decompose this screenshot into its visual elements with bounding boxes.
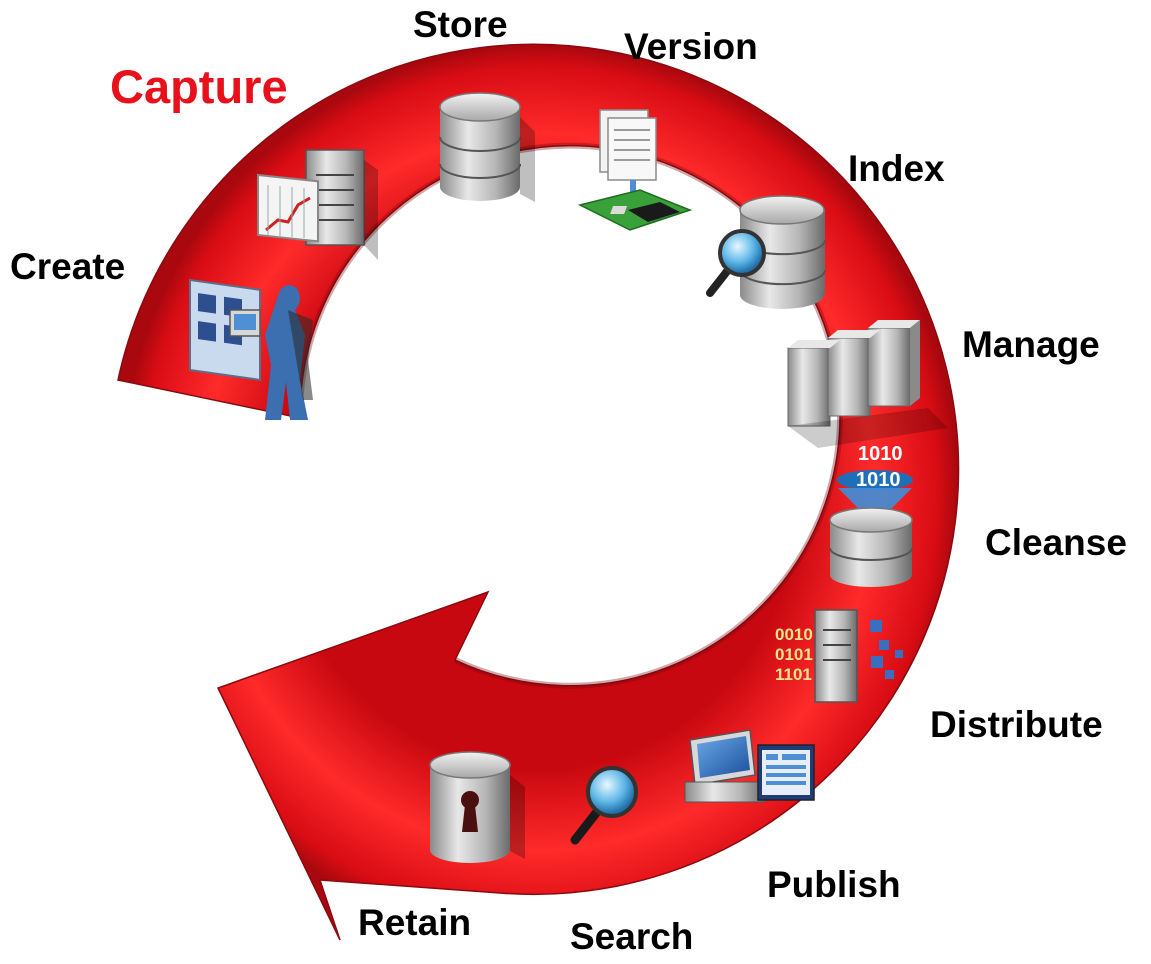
binary-server-icon: 0010 0101 1101	[775, 609, 903, 703]
binary-line-1: 0010	[775, 625, 813, 644]
binary-line-2: 0101	[775, 645, 813, 664]
stage-label-create: Create	[10, 246, 126, 287]
stage-label-capture: Capture	[110, 60, 288, 113]
stage-label-search: Search	[570, 916, 694, 957]
magnifier-icon	[570, 766, 638, 845]
locked-vault-icon	[429, 751, 525, 863]
servers-icon	[787, 320, 948, 448]
database-magnifier-icon	[706, 195, 826, 309]
computer-screen-icon	[684, 729, 815, 803]
stage-label-index: Index	[848, 148, 945, 189]
binary-line-3: 1101	[775, 665, 812, 684]
stage-label-store: Store	[413, 4, 508, 45]
documents-disk-icon	[577, 109, 693, 231]
binary-text-top: 1010	[858, 443, 903, 465]
binary-text-bottom: 1010	[856, 469, 901, 491]
stage-label-publish: Publish	[767, 864, 901, 905]
lifecycle-arrow	[117, 43, 960, 941]
stage-label-version: Version	[624, 26, 758, 67]
stage-label-cleanse: Cleanse	[985, 522, 1127, 563]
workstation-user-icon	[189, 278, 313, 420]
database-icon	[439, 92, 535, 202]
scanner-server-icon	[257, 149, 378, 260]
stage-label-retain: Retain	[358, 902, 472, 943]
binary-funnel-database-icon: 1010 1010	[829, 443, 913, 587]
stage-label-manage: Manage	[962, 324, 1100, 365]
stage-label-distribute: Distribute	[930, 704, 1103, 745]
